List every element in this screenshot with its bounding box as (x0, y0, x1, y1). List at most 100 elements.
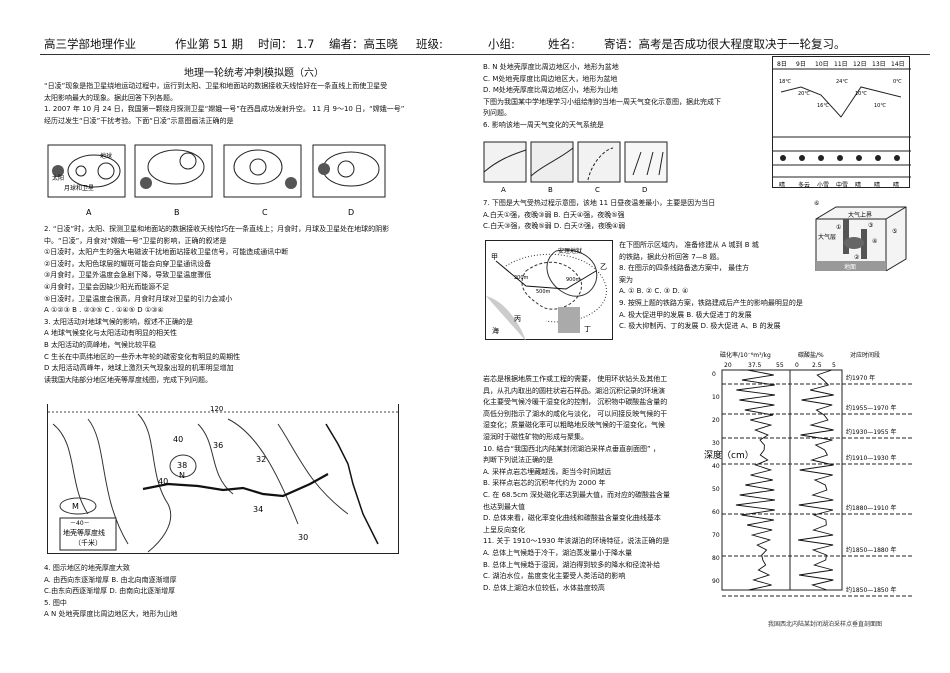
header-editor: 编者：高玉晓 (329, 37, 398, 51)
map-legend-unit: （千米） (74, 538, 102, 547)
weather-date: 9日 (796, 61, 806, 68)
header-time: 时间： 1.7 (258, 37, 315, 51)
core-xt1: 37.5 (748, 362, 762, 369)
weather-icon (856, 155, 862, 161)
carbonate-curve (798, 369, 834, 591)
atmosphere-figure: ⑥ 大气上界 ① ③ ② ④ ⑤ 大气层 地面 (806, 199, 910, 272)
q1-diagrams: 太阳 月球和卫星 地球 A B C D (46, 143, 386, 221)
para: 下图为我国某中学地理学习小组绘制的当地一周天气变化示意图，据此完成下 (483, 97, 721, 106)
crust-map-svg: 120 40 36 38 32 40 34 30 N M －40－ 地壳等厚度线… (48, 405, 400, 553)
para: C. M处地壳厚度比周边地区大，地形为盆地 (483, 74, 618, 83)
para: ④月食时，卫星会因缺少阳光而能源不足 (44, 282, 170, 291)
weather-cond: 小雪 (817, 181, 829, 189)
q6-opt-c: C (595, 186, 600, 194)
core-period: 约1850—1850 年 (846, 586, 896, 594)
para: 的铁路，据此分析回答 7—8 题。 (619, 252, 724, 261)
railway-svg: 安理地狱 甲 乙 丙 丁 海 200m 500m 900m (486, 247, 607, 341)
weather-cond: 晴 (779, 181, 785, 189)
core-period: 约1850—1880 年 (846, 546, 896, 554)
weather-temp: 24℃ (836, 79, 848, 85)
diagram-a (47, 144, 126, 198)
para: 2. “日凌”时，太阳、探测卫星和地面站的数据接收天线恰巧在一条直线上；月食时，… (44, 225, 390, 233)
core-h3: 对应时间段 (850, 351, 880, 359)
weather-cond: 晴 (893, 181, 899, 189)
weather-date: 13日 (872, 61, 886, 68)
atm-label: ⑤ (892, 228, 897, 235)
core-xt1: 20 (724, 362, 732, 369)
rail-sea: 海 (492, 326, 499, 335)
q1-option-b: B (174, 208, 180, 217)
para: “日凌”现象是指卫星绕地运动过程中，运行到太阳、卫星和地面站的数据接收天线恰好在… (44, 82, 388, 90)
core-h2: 碳酸盐/% (798, 351, 824, 359)
q6-svg: A B C D (483, 141, 668, 194)
para: 岩芯是根据地质工作或工程的需要， 使用环状钻头及其他工 (483, 375, 668, 383)
header-class: 班级: (416, 37, 443, 51)
core-ytick: 0 (712, 371, 716, 378)
para: D. 总体上湖泊水位较低，水体盐度较高 (483, 583, 605, 592)
para: A. 采样点岩芯埋藏越浅，距当今时间越远 (483, 467, 612, 476)
weather-temp: 10℃ (874, 103, 886, 109)
left-column-3: 4. 图示地区的地壳厚度大致 A. 由西向东逐渐增厚 B. 由北向南逐渐增厚 C… (44, 563, 464, 621)
weather-temp: 16℃ (817, 103, 829, 109)
para: 列问题。 (483, 109, 511, 118)
map-point-m: M (72, 502, 79, 511)
core-ytick: 30 (712, 440, 720, 447)
para: 湿变化；质量磁化率可以粗略地反映气候的干湿变化，气候 (483, 421, 665, 430)
para: D. M处地壳厚度比周边地区小，地形为山地 (483, 86, 618, 95)
q1-label-moon-sat: 月球和卫星 (64, 184, 94, 192)
core-ytick: 20 (712, 417, 720, 424)
para: 3. 太阳活动对地球气候的影响，叙述不正确的是 (44, 317, 193, 326)
para: C.白天③强，夜晚⑤弱 D. 白天⑦强，夜晚④弱 (483, 222, 626, 231)
weather-date: 10日 (815, 61, 829, 68)
rail-c500: 500m (536, 289, 551, 295)
header-group: 小组: (488, 37, 515, 51)
weather-cond: 中雪 (836, 181, 848, 189)
weather-temp: 0℃ (893, 79, 902, 85)
header-motto: 寄语：高考是否成功很大程度取决于一轮复习。 (604, 37, 846, 51)
crust-map: 120 40 36 38 32 40 34 30 N M －40－ 地壳等厚度线… (47, 404, 400, 554)
atm-label: ④ (872, 238, 877, 245)
para: 也达到最大值 (483, 502, 525, 511)
left-column-2: 2. “日凌”时，太阳、探测卫星和地面站的数据接收天线恰巧在一条直线上；月食时，… (44, 224, 464, 386)
para: 10. 结合“我国西北内陆某封闭湖泊采样点垂直剖面图” ， (483, 444, 660, 453)
para: B. N 处地壳厚度比周边地区小，地形为盆地 (483, 63, 619, 71)
core-ytick: 90 (712, 578, 720, 585)
para: ⑤日凌时，卫星温度会很高，月食时月球对卫星的引力会减小 (44, 294, 233, 303)
para: 1. 2007 年 10 月 24 日，我国第一颗绕月探测卫星“嫦娥一号”在西昌… (44, 105, 405, 114)
middle-column: B. N 处地壳厚度比周边地区小，地形为盆地 C. M处地壳厚度比周边地区大，地… (483, 62, 763, 132)
header-name: 姓名: (548, 37, 575, 51)
para: ②日凌时，太阳色球层的耀斑可能会向穿卫星通讯设备 (44, 259, 212, 268)
para: C. 湖泊水位，盐度变化主要受人类活动的影响 (483, 572, 626, 581)
q9-text: 9. 按照上题的铁路方案，铁路建成后产生的影响最明显的是 A. 极大促进甲的发展… (619, 298, 879, 333)
q1-option-a: A (86, 208, 92, 217)
left-column: 地理一轮统考冲刺模拟题（六） “日凌”现象是指卫星绕地运动过程中，运行到太阳、卫… (44, 67, 464, 127)
core-period: 约1930—1955 年 (846, 428, 896, 436)
para: D 太阳活动高峰年，地球上激烈天气现象出现的机率明显增加 (44, 364, 234, 373)
para: 5. 图中 (44, 598, 67, 607)
para: A. ① B. ② C. ③ D. ④ (619, 287, 689, 296)
para: A N 处地壳厚度比周边地区大，地形为山地 (44, 610, 178, 619)
q1-option-d: D (348, 208, 354, 217)
diagram-b (134, 144, 213, 198)
weather-icon (818, 155, 824, 161)
q6-opt-d: D (642, 186, 647, 194)
para: 上呈反向变化 (483, 525, 525, 534)
diagram-d (312, 144, 386, 198)
core-svg: 磁化率/10⁻⁶m³/kg 碳酸盐/% 对应时间段 20 37.5 55 0 2… (704, 351, 912, 628)
iso-label: 36 (213, 441, 223, 450)
para: A. 总体上气候趋于冷干，湖泊蒸发量小于降水量 (483, 548, 633, 557)
para: B 太阳活动的高峰地，气候比较平稳 (44, 340, 157, 349)
core-xt2: 2.5 (812, 362, 822, 369)
weather-temp: 18℃ (779, 79, 791, 85)
para: ③月食时，卫星外温度会急剧下降，导致卫星温度骤低 (44, 271, 212, 280)
iso-label: 40 (158, 477, 168, 486)
rail-jia: 甲 (491, 253, 498, 261)
susceptibility-curve (735, 369, 776, 591)
exam-title: 地理一轮统考冲刺模拟题（六） (184, 68, 324, 79)
para: 在下图所示区域内， 准备修建从 A 城到 B 城 (619, 241, 759, 249)
para: ①日凌时，太阳产生的强大电磁波干扰地面站接收卫星信号，可能造成通讯中断 (44, 248, 289, 257)
core-figure: 磁化率/10⁻⁶m³/kg 碳酸盐/% 对应时间段 20 37.5 55 0 2… (700, 348, 915, 633)
para: 中。“日凌”，月食对“嫦娥一号”卫星的影响，正确的叙述是 (44, 236, 227, 245)
para: 太阳影响最大的现象。据此回答下列各题。 (44, 93, 177, 102)
iso-label: 32 (256, 455, 266, 464)
